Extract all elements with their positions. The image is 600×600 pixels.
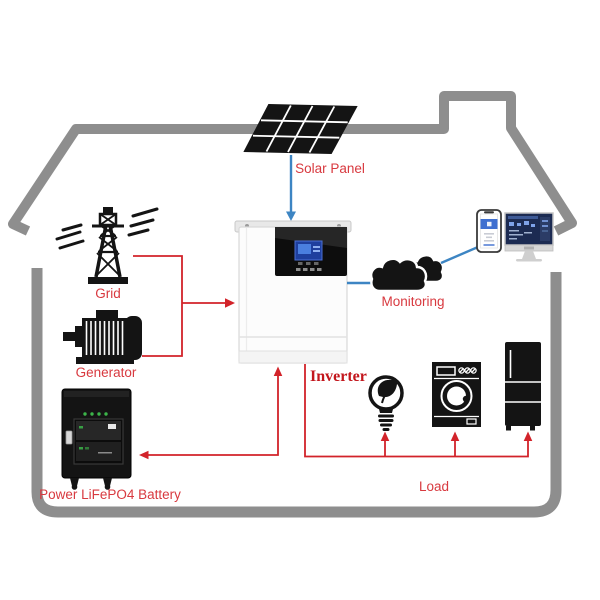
solar-to-inverter-arrow [286, 155, 296, 221]
monitoring-label: Monitoring [381, 294, 444, 309]
eco-lightbulb-icon [368, 375, 404, 431]
inverter-to-load-arrows [304, 364, 533, 458]
inverter-to-battery-arrow [139, 366, 283, 460]
electric-motor-icon [63, 310, 142, 364]
cloud-to-phone-line [440, 245, 479, 265]
load-label: Load [419, 479, 449, 494]
washing-machine-icon [432, 362, 481, 427]
grid-label: Grid [95, 286, 121, 301]
grid-generator-to-inverter-arrow [133, 255, 235, 357]
generator-label: Generator [76, 365, 137, 380]
solar-panel-label: Solar Panel [295, 161, 365, 176]
inverter-unit-icon [234, 220, 352, 364]
battery-label: Power LiFePO4 Battery [39, 487, 181, 502]
refrigerator-icon [505, 342, 541, 431]
house-walls [31, 268, 562, 518]
house-roof [8, 91, 577, 236]
transmission-tower-icon [55, 207, 159, 284]
battery-cabinet-icon [61, 388, 132, 490]
inverter-label: Inverter [310, 368, 367, 385]
house-outline-icon [8, 91, 577, 518]
solar-panel-icon [243, 103, 358, 155]
desktop-monitor-icon [504, 212, 554, 262]
cloud-icon [370, 254, 445, 293]
smartphone-icon [476, 209, 502, 253]
